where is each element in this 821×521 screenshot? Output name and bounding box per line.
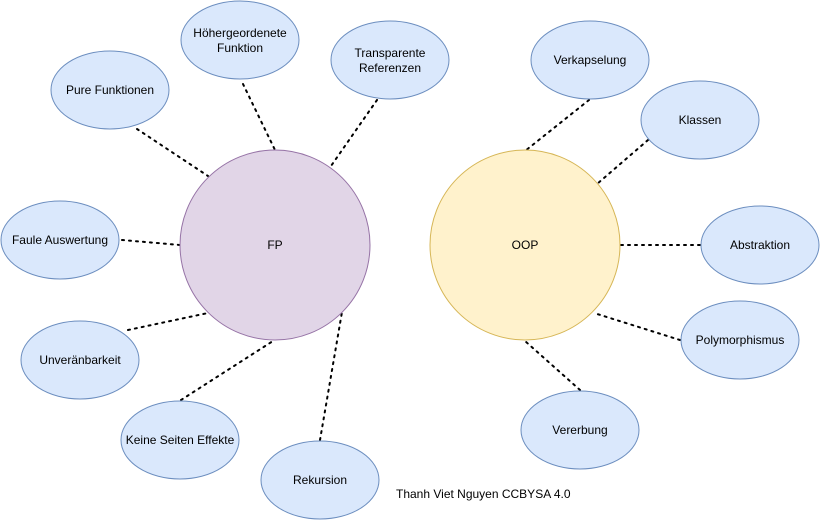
connector-fp-recursion	[319, 311, 343, 441]
credit-text: Thanh Viet Nguyen CCBYSA 4.0	[396, 487, 571, 501]
node-classes[interactable]: Klassen	[640, 80, 760, 160]
node-abstraction[interactable]: Abstraktion	[700, 205, 820, 285]
node-referential-transparency[interactable]: Transparente Referenzen	[330, 20, 450, 100]
node-classes-label: Klassen	[679, 113, 722, 127]
connector-oop-polymorphism	[593, 312, 681, 341]
connector-oop-inheritance	[524, 340, 581, 391]
node-lazy-evaluation[interactable]: Faule Auswertung	[0, 200, 120, 280]
connector-oop-encapsulation	[524, 99, 590, 152]
node-encapsulation[interactable]: Verkapselung	[530, 20, 650, 100]
connector-fp-pure	[136, 128, 209, 177]
node-abstraction-label: Abstraktion	[730, 238, 790, 252]
connector-oop-classes	[596, 139, 649, 185]
connector-fp-no-side-effects	[180, 340, 274, 401]
oop-hub-label: OOP	[512, 238, 539, 252]
node-immutability[interactable]: Unveränbarkeit	[20, 320, 140, 400]
node-inheritance[interactable]: Vererbung	[520, 390, 640, 470]
node-polymorphism-label: Polymorphismus	[696, 333, 785, 347]
node-higher-order-functions[interactable]: Höhergeordenete Funktion	[180, 0, 300, 80]
fp-hub[interactable]	[179, 149, 371, 341]
fp-hub-label: FP	[267, 238, 282, 252]
node-higher-order-label-line2: Funktion	[217, 41, 263, 55]
node-higher-order-label-line1: Höhergeordenete	[193, 26, 287, 40]
node-no-side-effects-label: Keine Seiten Effekte	[126, 433, 235, 447]
node-polymorphism[interactable]: Polymorphismus	[680, 300, 800, 380]
node-immutability-label: Unveränbarkeit	[39, 353, 121, 367]
oop-hub[interactable]	[429, 149, 621, 341]
node-referential-transparency-line1: Transparente	[355, 46, 426, 60]
node-pure-functions[interactable]: Pure Funktionen	[50, 50, 170, 130]
connector-fp-immutability	[127, 312, 209, 331]
connector-fp-transparent	[330, 99, 378, 167]
connector-fp-lazy	[121, 239, 181, 246]
node-no-side-effects[interactable]: Keine Seiten Effekte	[120, 400, 240, 480]
node-lazy-evaluation-label: Faule Auswertung	[12, 233, 108, 247]
node-inheritance-label: Vererbung	[552, 423, 607, 437]
connector-fp-higher-order	[242, 83, 276, 151]
node-pure-functions-label: Pure Funktionen	[66, 83, 154, 97]
node-recursion[interactable]: Rekursion	[260, 440, 380, 520]
node-referential-transparency-line2: Referenzen	[359, 61, 421, 75]
node-encapsulation-label: Verkapselung	[554, 53, 627, 67]
node-recursion-label: Rekursion	[293, 473, 347, 487]
